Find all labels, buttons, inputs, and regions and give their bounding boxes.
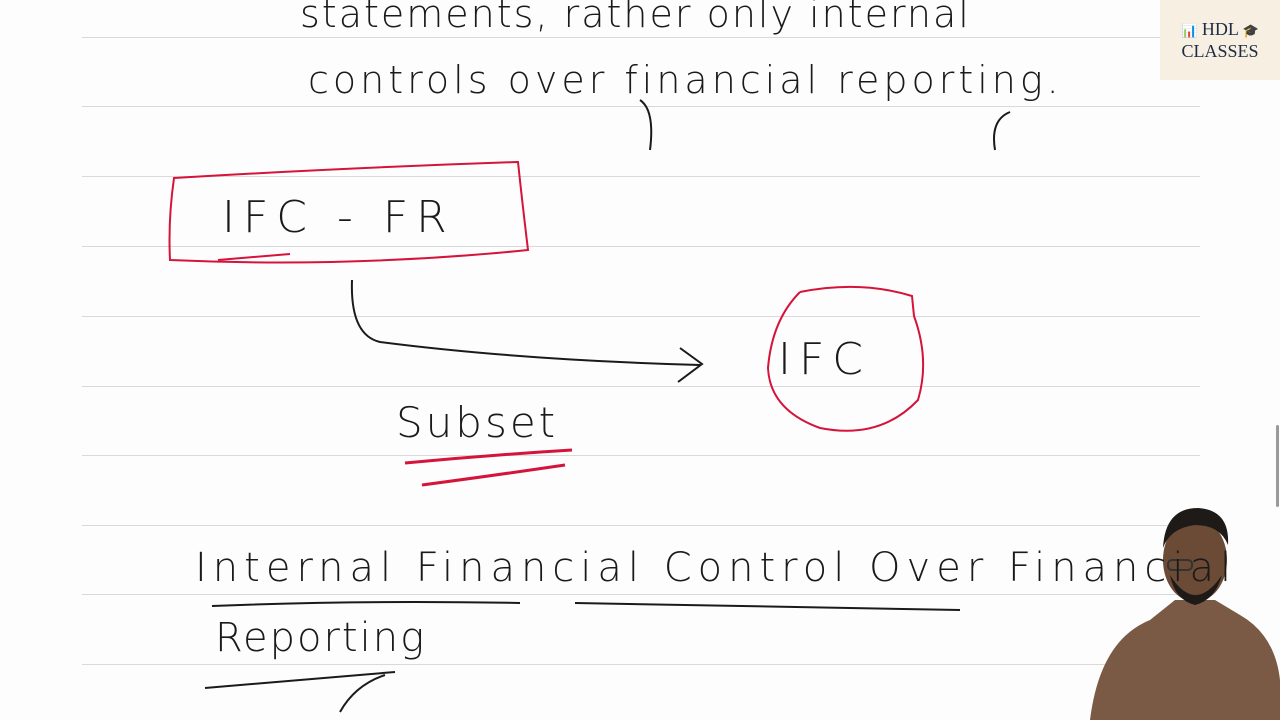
- book-chart-icon: 📊: [1181, 22, 1198, 38]
- rule-line: [82, 316, 1200, 317]
- rule-line: [82, 594, 1200, 595]
- rule-line: [82, 664, 1200, 665]
- presenter-video: [1090, 508, 1280, 720]
- rule-line: [82, 386, 1200, 387]
- stray-stroke: [639, 99, 1011, 151]
- note-line-controls: controls over financial reporting.: [308, 58, 1063, 102]
- arrow-head: [677, 347, 704, 383]
- rule-line: [82, 176, 1200, 177]
- full-form-underline-1: [211, 601, 521, 607]
- subset-underline: [404, 448, 573, 487]
- rule-line: [82, 37, 1200, 38]
- full-form-line-2: Reporting: [215, 615, 427, 661]
- scrollbar[interactable]: [1276, 425, 1279, 507]
- graduation-cap-icon: 🎓: [1242, 22, 1259, 38]
- logo-line-1: 📊 HDL 🎓: [1181, 18, 1259, 39]
- subset-label: Subset: [396, 398, 559, 447]
- ifc-label: IFC: [778, 334, 872, 385]
- rule-line: [82, 455, 1200, 456]
- ifc-circle: [766, 285, 925, 432]
- reporting-underline: [204, 671, 396, 713]
- logo-line-2: CLASSES: [1181, 40, 1259, 61]
- rule-line: [82, 525, 1200, 526]
- hdl-classes-logo: 📊 HDL 🎓 CLASSES: [1160, 0, 1280, 80]
- ifc-fr-box: [168, 160, 530, 264]
- rule-line: [82, 246, 1200, 247]
- full-form-underline-2: [574, 602, 961, 611]
- full-form-line-1: Internal Financial Control Over Financia…: [195, 545, 1238, 591]
- ifc-fr-label: IFC - FR: [222, 192, 455, 243]
- box-underline: [217, 253, 291, 261]
- arrow: [350, 279, 701, 366]
- note-line-partial: statements, rather only internal: [300, 0, 971, 36]
- rule-line: [82, 106, 1200, 107]
